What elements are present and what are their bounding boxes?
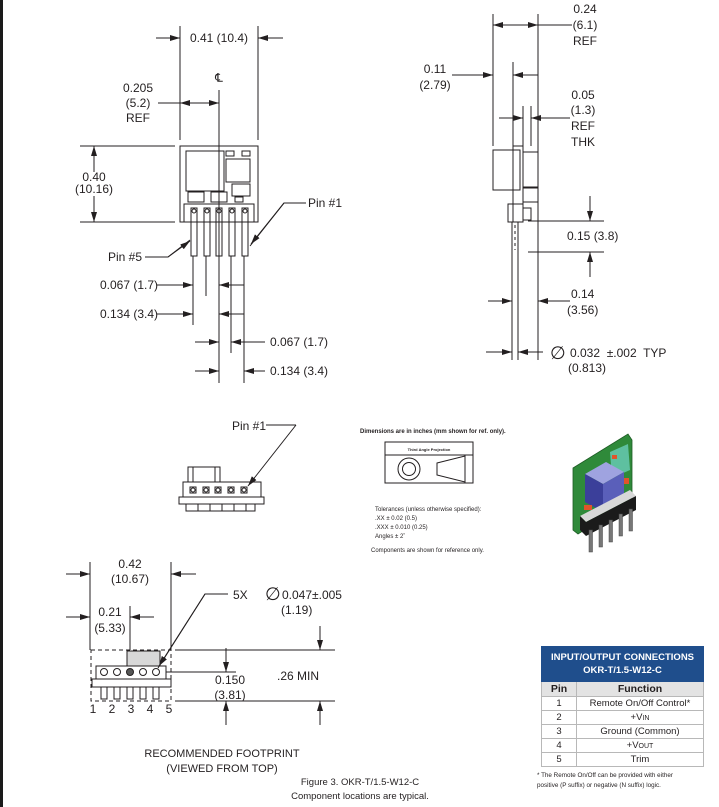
svg-text:3: 3 (128, 702, 135, 716)
footprint-holes (100, 668, 160, 676)
svg-text:4: 4 (147, 702, 154, 716)
footprint-view (66, 562, 335, 725)
diameter-icon: ∅ (550, 343, 566, 363)
svg-text:2: 2 (109, 702, 116, 716)
reference-note: Components are shown for reference only. (371, 548, 484, 554)
front-pins (190, 207, 249, 257)
svg-text:Component locations are typica: Component locations are typical. (291, 791, 429, 802)
svg-text:5X: 5X (233, 588, 248, 602)
front-view-labels: 0.41 (10.4) ℄ 0.205 (5.2) REF 0.40 (10.1… (75, 31, 342, 378)
svg-text:(5.33): (5.33) (94, 621, 125, 635)
table-row: 5 Trim (541, 752, 704, 767)
svg-text:(VIEWED FROM TOP): (VIEWED FROM TOP) (166, 763, 277, 775)
svg-text:5: 5 (166, 702, 173, 716)
pin5-label: Pin #5 (108, 250, 142, 264)
svg-text:0.42: 0.42 (118, 557, 142, 571)
svg-text:(6.1): (6.1) (573, 18, 598, 32)
hole-diameter-icon: ∅ (265, 584, 281, 604)
svg-text:Tolerances (unless otherwise s: Tolerances (unless otherwise specified): (375, 507, 482, 513)
svg-text:0.067 (1.7): 0.067 (1.7) (270, 335, 328, 349)
col-header-pin: Pin (541, 681, 577, 697)
svg-text:REF: REF (573, 34, 597, 48)
projection-title: Third Angle Projection (408, 447, 451, 452)
third-angle-projection-symbol (384, 441, 474, 484)
io-connections-table: INPUT/OUTPUT CONNECTIONS OKR-T/1.5-W12-C… (541, 646, 704, 767)
svg-text:0.11: 0.11 (424, 62, 447, 76)
bottom-view-labels: Pin #1 (232, 419, 266, 433)
svg-text:(0.813): (0.813) (568, 361, 606, 375)
svg-text:.26 MIN: .26 MIN (277, 669, 319, 683)
svg-text:0.21: 0.21 (98, 605, 122, 619)
table-title: INPUT/OUTPUT CONNECTIONS OKR-T/1.5-W12-C (541, 646, 704, 682)
svg-text:0.067 (1.7): 0.067 (1.7) (100, 278, 158, 292)
svg-text:(3.56): (3.56) (567, 303, 598, 317)
svg-text:0.40: 0.40 (82, 170, 106, 184)
col-header-function: Function (576, 681, 704, 697)
pins-3d (588, 508, 633, 553)
module-3d-render (572, 433, 636, 553)
footprint-title: RECOMMENDED FOOTPRINT (144, 748, 300, 760)
centerline-symbol: ℄ (214, 71, 223, 85)
svg-text:0.134 (3.4): 0.134 (3.4) (100, 307, 158, 321)
svg-text:REF: REF (571, 119, 595, 133)
front-width-dim: 0.41 (10.4) (190, 31, 248, 45)
svg-text:0.05: 0.05 (571, 88, 595, 102)
svg-text:(1.3): (1.3) (571, 103, 596, 117)
svg-text:THK: THK (571, 135, 595, 149)
side-view-labels: 0.24 (6.1) REF 0.11 (2.79) 0.05 (1.3) RE… (419, 2, 666, 375)
svg-text:Angles ± 2˚: Angles ± 2˚ (375, 533, 405, 540)
figure-caption: Figure 3. OKR-T/1.5-W12-C Component loca… (291, 777, 429, 802)
svg-text:1: 1 (90, 702, 97, 716)
svg-text:(5.2): (5.2) (126, 96, 151, 110)
svg-text:0.032 ±.002 TYP: 0.032 ±.002 TYP (570, 346, 666, 360)
bottom-view (178, 424, 297, 512)
svg-text:0.15 (3.8): 0.15 (3.8) (567, 229, 618, 243)
page-edge (0, 0, 3, 807)
table-footnote: * The Remote On/Off can be provided with… (537, 772, 673, 789)
table-row: 3 Ground (Common) (541, 724, 704, 739)
table-row: 2 +VIN (541, 710, 704, 725)
notes: Dimensions are in inches (mm shown for r… (360, 429, 506, 554)
svg-text:0.150: 0.150 (215, 673, 245, 687)
svg-text:0.134 (3.4): 0.134 (3.4) (270, 364, 328, 378)
svg-text:(1.19): (1.19) (281, 603, 312, 617)
table-row: 4 +VOUT (541, 738, 704, 753)
svg-text:REF: REF (126, 111, 150, 125)
table-row: 1 Remote On/Off Control* (541, 696, 704, 711)
svg-text:0.205: 0.205 (123, 81, 153, 95)
pin1-label: Pin #1 (308, 196, 342, 210)
svg-text:(10.16): (10.16) (75, 182, 113, 196)
svg-text:.XX ± 0.02 (0.5): .XX ± 0.02 (0.5) (375, 516, 417, 522)
side-view (452, 14, 604, 360)
svg-text:(10.67): (10.67) (111, 572, 149, 586)
footprint-labels: 0.42 (10.67) 0.21 (5.33) 5X ∅ 0.047±.005… (90, 557, 343, 775)
svg-text:(3.81): (3.81) (214, 688, 245, 702)
svg-text:0.047±.005: 0.047±.005 (282, 588, 342, 602)
svg-text:0.14: 0.14 (571, 287, 595, 301)
front-view (80, 26, 306, 383)
svg-text:Figure 3. OKR-T/1.5-W12-C: Figure 3. OKR-T/1.5-W12-C (301, 777, 419, 788)
svg-text:0.24: 0.24 (573, 2, 597, 16)
units-note: Dimensions are in inches (mm shown for r… (360, 429, 506, 435)
bottom-pin1-label: Pin #1 (232, 419, 266, 433)
svg-text:.XXX ± 0.010 (0.25): .XXX ± 0.010 (0.25) (375, 525, 428, 531)
svg-text:(2.79): (2.79) (419, 78, 450, 92)
